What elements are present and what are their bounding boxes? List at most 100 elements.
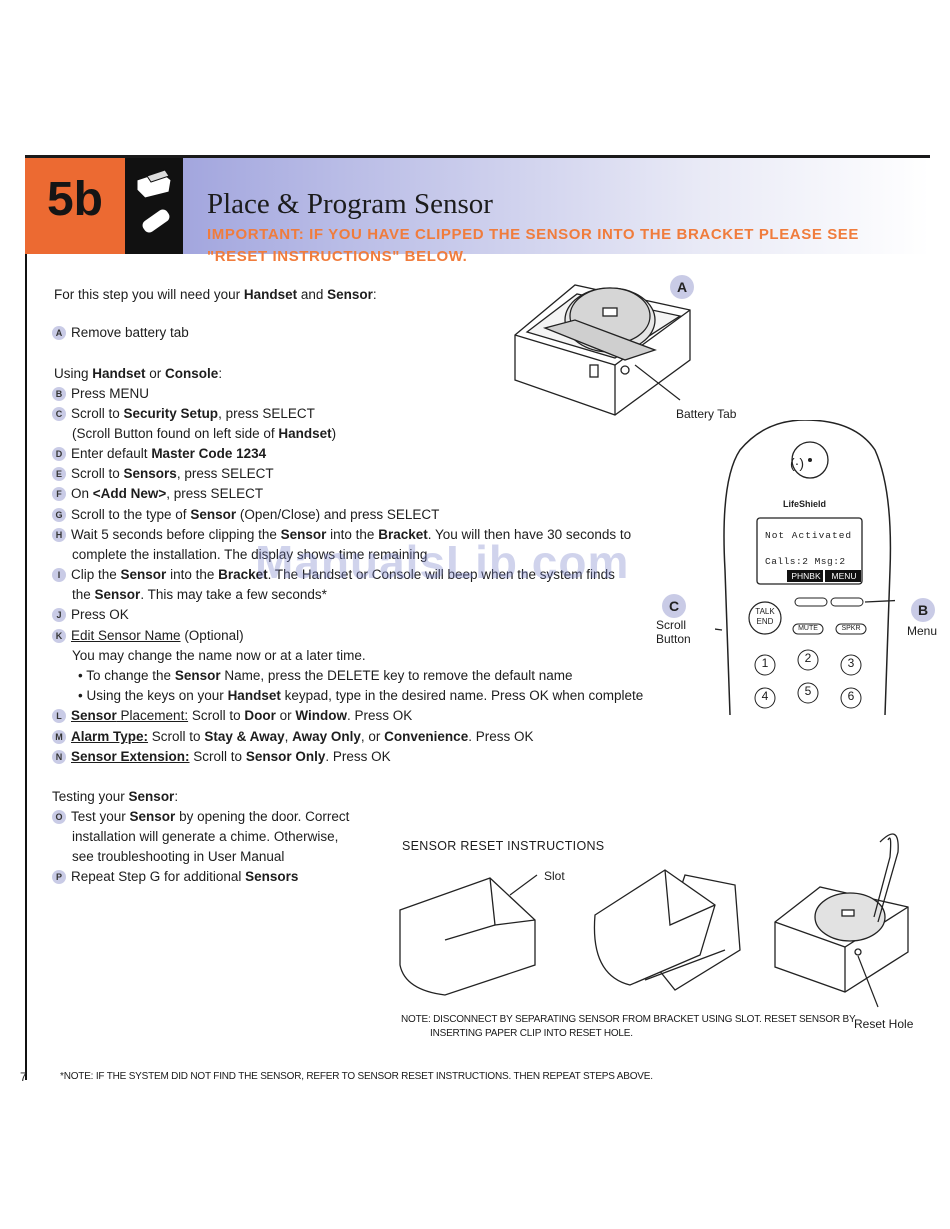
brand-logo: LifeShield (783, 499, 827, 509)
reset-note-line-1: NOTE: DISCONNECT BY SEPARATING SENSOR FR… (401, 1014, 856, 1025)
step-post: . You will then have 30 seconds to (427, 527, 632, 542)
step-k-bullet-1: • To change the Sensor Name, press the D… (78, 666, 573, 686)
talk-label: TALK (755, 607, 775, 616)
key-4: 4 (761, 689, 769, 703)
step-h: H Wait 5 seconds before clipping the Sens… (52, 525, 631, 545)
step-c-cont: (Scroll Button found on left side of Han… (72, 424, 336, 444)
step-post: (Optional) (180, 628, 244, 643)
step-pre: Enter default (71, 446, 152, 461)
testing-pre: Testing your (52, 789, 129, 804)
step-bold: Sensor (280, 527, 327, 542)
mute-key: MUTE (798, 625, 818, 632)
important-line-2: "RESET INSTRUCTIONS" BELOW. (207, 248, 468, 265)
step-label: P (52, 870, 66, 884)
step-underline-bold: Sensor Extension: (71, 749, 190, 764)
menu-label: Menu (907, 624, 938, 638)
step-pre: Scroll to the type of (71, 507, 191, 522)
step-bold: Bracket (218, 567, 268, 582)
step-post: , press SELECT (176, 466, 274, 481)
scroll-label: Scroll (656, 618, 687, 632)
step-post: Name, press the DELETE key to remove the… (220, 668, 573, 683)
step-label: G (52, 508, 66, 522)
sensor-slot-illustration (399, 874, 538, 996)
step-post: keypad, type in the desired name. Press … (280, 688, 644, 703)
step-pre: Scroll to (189, 749, 246, 764)
step-label: L (52, 709, 66, 723)
step-underline: Placement: (116, 708, 189, 723)
reset-hole-label: Reset Hole (854, 1017, 914, 1031)
step-label: F (52, 487, 66, 501)
step-text: Press OK (71, 607, 129, 622)
screen-line-1: Not Activated (765, 530, 853, 541)
step-label: K (52, 629, 66, 643)
step-bold: Sensor (190, 507, 237, 522)
watermark: ManualsLib.com (255, 536, 630, 588)
sensor-icon (125, 158, 183, 254)
speaker-icon: (·) (790, 455, 804, 471)
page-number: 7 (20, 1070, 27, 1084)
step-label: B (52, 387, 66, 401)
step-label: C (52, 407, 66, 421)
step-underline-bold: Alarm Type: (71, 729, 149, 744)
spkr-key: SPKR (841, 625, 861, 632)
using-heading: Using Handset or Console: (54, 364, 222, 384)
reset-hole-illustration (774, 833, 909, 1008)
key-1: 1 (761, 656, 769, 670)
callout-b: B (911, 598, 935, 622)
left-rule (25, 254, 27, 1080)
step-underline-bold: Sensor (71, 708, 117, 723)
battery-tab-label: Battery Tab (676, 407, 737, 421)
using-pre: Using (54, 366, 93, 381)
step-text: Press MENU (71, 386, 150, 401)
sensor-separating-illustration (593, 869, 741, 991)
step-bold: Security Setup (123, 406, 219, 421)
step-bold: Bracket (378, 527, 428, 542)
step-label: O (52, 810, 66, 824)
step-j: J Press OK (52, 605, 129, 625)
important-line-1: IMPORTANT: IF YOU HAVE CLIPPED THE SENSO… (207, 226, 860, 243)
step-bold: Sensor Only (245, 749, 326, 764)
step-bold: <Add New> (92, 486, 167, 501)
step-pre: Wait 5 seconds before clipping the (71, 527, 281, 542)
step-label: M (52, 730, 66, 744)
step-g: G Scroll to the type of Sensor (Open/Clos… (52, 505, 439, 525)
handset-illustration (715, 420, 895, 715)
button-label: Button (656, 632, 691, 646)
step-text: Remove battery tab (71, 325, 189, 340)
step-label: A (52, 326, 66, 340)
step-mid: into the (326, 527, 379, 542)
page-title: Place & Program Sensor (207, 188, 493, 220)
step-post: . Press OK (347, 708, 413, 723)
step-post: ) (331, 426, 337, 441)
step-post: . Press OK (468, 729, 534, 744)
step-post: . This may take a few seconds* (140, 587, 327, 602)
using-mid: or (145, 366, 166, 381)
step-label: J (52, 608, 66, 622)
step-label: D (52, 447, 66, 461)
step-pre: Test your (71, 809, 130, 824)
intro-handset: Handset (243, 287, 298, 302)
step-post: (Open/Close) and press SELECT (236, 507, 440, 522)
important-notice: IMPORTANT: IF YOU HAVE CLIPPED THE SENSO… (207, 224, 887, 268)
using-post: : (218, 366, 223, 381)
using-console: Console (165, 366, 219, 381)
footer-note: *NOTE: IF THE SYSTEM DID NOT FIND THE SE… (60, 1071, 653, 1082)
step-pre: Scroll to (148, 729, 205, 744)
step-o-cont-2: see troubleshooting in User Manual (72, 849, 285, 864)
step-bold: Sensor (174, 668, 221, 683)
intro-sensor: Sensor (327, 287, 373, 302)
step-label: H (52, 528, 66, 542)
step-bold: Sensor (94, 587, 141, 602)
intro-pre: For this step you will need your (54, 287, 244, 302)
slot-label: Slot (544, 869, 565, 883)
battery-tab-illustration (514, 284, 691, 416)
